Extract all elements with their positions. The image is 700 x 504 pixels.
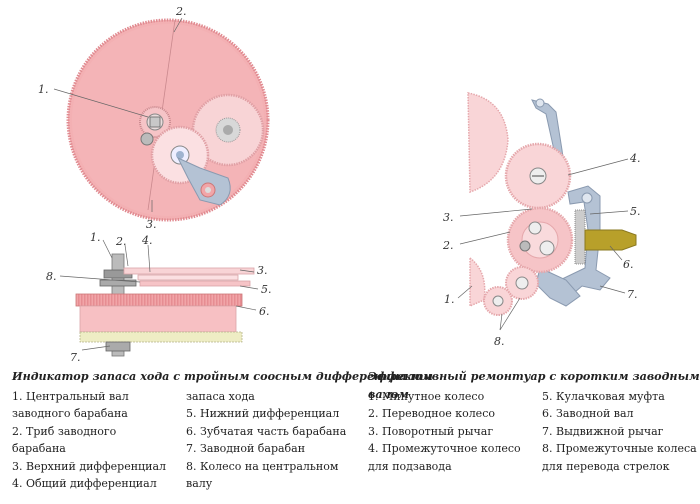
legend-item: 8. Колесо на центральном	[186, 459, 339, 473]
top-label-2: 2.	[175, 5, 187, 18]
partial-pink-plate-top	[467, 92, 509, 194]
legend-item: 5. Нижний дифференциал	[186, 407, 340, 421]
winding-stem	[584, 229, 637, 251]
legend-item: барабана	[12, 442, 66, 456]
right-label-8: 8.	[494, 335, 505, 348]
barrel-side-view	[75, 253, 255, 357]
side-label-8: 8.	[46, 270, 57, 283]
right-label-7: 7.	[627, 288, 638, 301]
top-label-3: 3.	[146, 218, 157, 231]
right-caption: Эффективный ремонтуар с коротким заводны…	[368, 369, 700, 401]
left-legend-col2: запаса хода 5. Нижний дифференциал 6. Зу…	[186, 388, 346, 492]
legend-item: 2. Переводное колесо	[368, 407, 495, 421]
top-view-labels: 1. 2. 3.	[38, 5, 187, 231]
right-label-5: 5.	[630, 205, 641, 218]
legend-item: запаса хода	[186, 390, 255, 403]
left-caption: Индикатор запаса хода с тройным соосным …	[12, 369, 433, 383]
legend-item: валу	[186, 477, 213, 491]
barrel-top-view	[66, 18, 270, 222]
legend-item: 7. Заводной барабан	[186, 442, 306, 456]
mainspring-barrel-side	[79, 305, 237, 333]
right-legend-col2: 5. Кулачковая муфта 6. Заводной вал 7. В…	[542, 388, 697, 475]
right-label-4: 4.	[629, 152, 641, 165]
side-view-labels: 1. 2. 4. 3. 8. 5. 6. 7.	[46, 231, 272, 364]
right-legend-col1: 1. Минутное колесо 2. Переводное колесо …	[368, 388, 521, 475]
right-label-2: 2.	[442, 239, 454, 252]
legend-item: 4. Общий дифференциал	[12, 477, 157, 491]
legend-item: 4. Промежуточное колесо	[368, 442, 521, 456]
barrel-toothed-part	[75, 293, 243, 307]
side-label-4: 4.	[141, 234, 153, 247]
blue-lever	[176, 156, 231, 206]
legend-item: 6. Зубчатая часть барабана	[186, 424, 347, 438]
side-label-5: 5.	[261, 283, 272, 296]
central-wheel-side	[79, 331, 243, 343]
right-label-6: 6.	[623, 258, 634, 271]
legend-item: 1. Минутное колесо	[368, 390, 485, 403]
common-differential-side	[137, 274, 239, 281]
right-label-1: 1.	[444, 293, 455, 306]
legend-item: 2. Триб заводного	[12, 424, 117, 438]
partial-pink-plate-bottom	[469, 256, 486, 308]
keyless-labels: 4. 3. 5. 2. 6. 1. 7. 8.	[442, 152, 641, 348]
side-label-7: 7.	[70, 351, 81, 364]
legend-item: заводного барабана	[12, 407, 128, 421]
illustrations: 1. 2. 3. 1. 2. 4. 3. 8. 5. 6. 7.	[38, 5, 641, 364]
clutch-wheel	[574, 209, 586, 265]
legend-item: для подзавода	[368, 459, 452, 473]
top-label-1: 1.	[38, 83, 49, 96]
legend-item: 3. Верхний дифференциал	[12, 459, 166, 473]
side-label-1: 1.	[90, 231, 101, 244]
right-label-3: 3.	[443, 211, 454, 224]
upper-differential-side	[123, 267, 255, 275]
side-label-6: 6.	[259, 305, 270, 318]
legend-item: 1. Центральный вал	[12, 390, 129, 403]
side-label-2: 2.	[115, 235, 127, 248]
legend-item: 6. Заводной вал	[542, 407, 634, 421]
keyless-works	[467, 92, 637, 316]
legend-item: 5. Кулачковая муфта	[542, 390, 665, 403]
legend-item: 3. Поворотный рычаг	[368, 424, 494, 438]
lower-differential-side	[139, 280, 251, 287]
left-legend-col1: 1. Центральный вал заводного барабана 2.…	[12, 388, 166, 492]
legend-item: для перевода стрелок	[542, 459, 670, 473]
side-label-3: 3.	[257, 264, 268, 277]
legend-item: 7. Выдвижной рычаг	[542, 424, 664, 438]
legend-item: 8. Промежуточные колеса	[542, 442, 697, 456]
